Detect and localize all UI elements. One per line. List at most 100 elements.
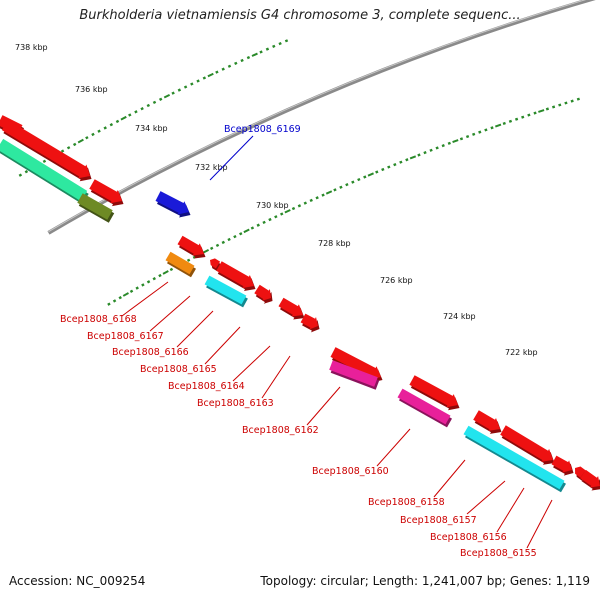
ruler-minor-tick xyxy=(158,97,163,101)
gene-label[interactable]: Bcep1808_6167 xyxy=(87,331,164,342)
inner-ruler-minor-tick xyxy=(417,153,421,157)
gene-feature[interactable] xyxy=(0,138,88,202)
gene-label-leader xyxy=(149,295,191,332)
gene-label[interactable]: Bcep1808_6157 xyxy=(400,515,477,526)
gene-label-leader xyxy=(209,135,254,181)
gene-label[interactable]: Bcep1808_6166 xyxy=(112,347,189,358)
inner-ruler-minor-tick xyxy=(209,246,214,250)
inner-ruler-minor-tick xyxy=(215,243,220,248)
gene-feature[interactable] xyxy=(77,193,113,220)
inner-ruler-minor-tick xyxy=(576,97,580,101)
inner-ruler-minor-tick xyxy=(158,273,162,278)
inner-ruler-major-tick xyxy=(202,249,210,254)
gene-feature[interactable] xyxy=(463,425,565,490)
gene-feature[interactable] xyxy=(500,425,553,462)
gene-feature[interactable] xyxy=(165,251,195,275)
gene-feature[interactable] xyxy=(580,469,600,488)
inner-ruler-minor-tick xyxy=(141,283,145,287)
gene-label[interactable]: Bcep1808_6158 xyxy=(368,497,445,508)
map-title: Burkholderia vietnamiensis G4 chromosome… xyxy=(79,8,521,23)
inner-ruler-minor-tick xyxy=(502,121,506,126)
gene-label[interactable]: Bcep1808_6163 xyxy=(197,398,274,409)
ruler-minor-tick xyxy=(146,103,151,108)
ruler-minor-tick xyxy=(18,173,23,177)
inner-ruler-minor-tick xyxy=(303,201,307,205)
inner-ruler-minor-tick xyxy=(345,183,349,187)
gene-feature[interactable] xyxy=(397,388,451,425)
gene-label[interactable]: Bcep1808_6160 xyxy=(312,466,389,477)
gene-label[interactable]: Bcep1808_6164 xyxy=(168,381,245,392)
gene-feature[interactable] xyxy=(300,313,318,330)
inner-ruler-minor-tick xyxy=(321,193,325,197)
gene-label-leader xyxy=(433,459,466,498)
inner-ruler-major-tick xyxy=(162,270,169,275)
gene-feature[interactable] xyxy=(278,297,304,317)
inner-ruler-major-tick xyxy=(122,292,129,297)
ruler-label-kbp: 728 kbp xyxy=(318,239,351,248)
inner-ruler-minor-tick xyxy=(146,280,151,284)
gene-feature[interactable] xyxy=(551,455,572,473)
gene-feature[interactable] xyxy=(409,375,458,408)
gene-feature[interactable] xyxy=(473,410,500,431)
gene-feature[interactable] xyxy=(210,258,221,269)
gene-feature[interactable] xyxy=(575,466,586,478)
inner-ruler-minor-tick xyxy=(339,185,343,189)
ruler-minor-tick xyxy=(109,122,114,127)
gene-label[interactable]: Bcep1808_6156 xyxy=(430,532,507,543)
gene-feature[interactable] xyxy=(177,235,205,256)
inner-ruler-minor-tick xyxy=(570,99,574,103)
ruler-minor-tick xyxy=(91,132,95,137)
inner-ruler-minor-tick xyxy=(545,107,550,111)
inner-ruler-minor-tick xyxy=(221,240,225,245)
ruler-minor-tick xyxy=(42,159,47,164)
backbone-highlight xyxy=(48,0,587,233)
inner-ruler-major-tick xyxy=(452,139,459,144)
inner-ruler-minor-tick xyxy=(441,144,445,148)
chromosome-backbone xyxy=(47,0,596,235)
ruler-major-tick xyxy=(120,115,127,121)
inner-ruler-minor-tick xyxy=(514,117,519,121)
gene-feature[interactable] xyxy=(254,284,271,301)
gene-label[interactable]: Bcep1808_6168 xyxy=(60,314,137,325)
gene-feature[interactable] xyxy=(330,347,382,380)
gene-feature[interactable] xyxy=(89,179,122,204)
inner-ruler-minor-tick xyxy=(192,255,197,259)
ruler-label-kbp: 732 kbp xyxy=(195,163,228,172)
gene-label[interactable]: Bcep1808_6169 xyxy=(224,124,301,135)
ruler-minor-tick xyxy=(240,58,244,63)
inner-ruler-minor-tick xyxy=(256,223,260,227)
inner-ruler-minor-tick xyxy=(112,299,117,303)
inner-ruler-minor-tick xyxy=(393,163,397,167)
gene-label[interactable]: Bcep1808_6155 xyxy=(460,548,537,559)
gene-label[interactable]: Bcep1808_6162 xyxy=(242,425,319,436)
gene-feature[interactable] xyxy=(1,119,90,179)
ruler-label-kbp: 724 kbp xyxy=(443,312,476,321)
ruler-label-kbp: 722 kbp xyxy=(505,348,538,357)
ruler-minor-tick xyxy=(66,146,71,150)
gene-feature[interactable] xyxy=(155,191,190,215)
inner-ruler-minor-tick xyxy=(262,220,266,225)
ruler-label-kbp: 734 kbp xyxy=(135,124,168,133)
inner-ruler-minor-tick xyxy=(233,234,237,239)
inner-ruler-minor-tick xyxy=(521,115,525,119)
ruler-minor-tick xyxy=(221,67,225,71)
ruler-minor-tick xyxy=(272,44,276,48)
accession-text: Accession: NC_009254 xyxy=(9,574,146,588)
inner-ruler-minor-tick xyxy=(399,160,403,164)
gene-feature[interactable] xyxy=(216,261,254,288)
gene-label[interactable]: Bcep1808_6165 xyxy=(140,364,217,375)
inner-ruler-minor-tick xyxy=(309,198,313,203)
gene-feature[interactable] xyxy=(329,360,378,387)
ruler-minor-tick xyxy=(152,100,157,105)
ruler-minor-tick xyxy=(190,82,194,86)
inner-ruler-minor-tick xyxy=(381,167,385,172)
genome-summary-text: Topology: circular; Length: 1,241,007 bp… xyxy=(260,574,590,588)
inner-ruler-minor-tick xyxy=(280,212,284,216)
ruler-label-kbp: 726 kbp xyxy=(380,276,413,285)
gene-feature[interactable] xyxy=(204,275,247,305)
ruler-minor-tick xyxy=(278,41,282,46)
inner-ruler-minor-tick xyxy=(472,132,476,136)
inner-ruler-minor-tick xyxy=(435,146,439,150)
inner-ruler-minor-tick xyxy=(118,295,122,300)
